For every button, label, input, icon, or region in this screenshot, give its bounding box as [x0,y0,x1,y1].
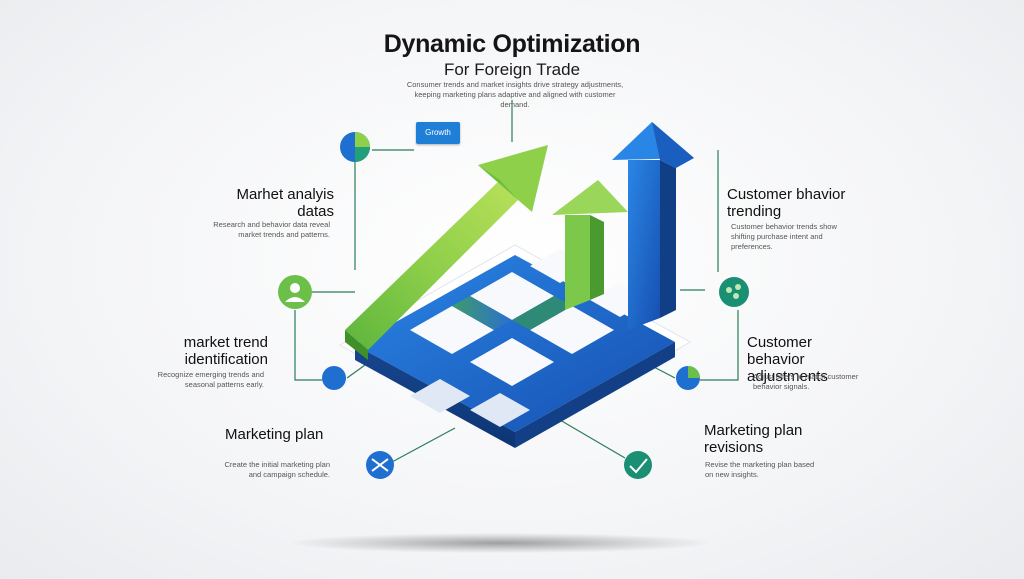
right-text-customer-adjustments: Adjust offers to match customer behavior… [753,372,859,391]
gauge-icon [676,366,700,390]
left-text-market-analysis: Research and behavior data reveal market… [213,220,330,239]
grid-tiles [355,249,675,448]
user-icon [278,275,312,309]
growth-badge: Growth [416,122,460,144]
group-icon [719,277,749,307]
green-trend-arrow [345,145,548,360]
right-heading-customer-trending: Customer bhavior trending [727,186,846,220]
left-heading-market-analysis: Marhet analyis datas [236,186,334,220]
left-heading-trend-identification: market trend identification [183,334,268,368]
green-arrow-medium [552,180,628,310]
intro-text: Consumer trends and market insights driv… [406,80,624,109]
right-heading-plan-revisions: Marketing plan revisions [704,422,803,456]
left-text-marketing-plan: Create the initial marketing plan and ca… [224,460,330,479]
right-text-customer-trending: Customer behavior trends show shifting p… [731,222,837,251]
left-heading-marketing-plan: Marketing plan [225,426,324,443]
globe-icon [322,366,346,390]
checkmark-icon [624,451,652,479]
diagram-title: Dynamic Optimization [383,30,641,58]
floor-shadow [290,533,710,553]
pie-chart-icon [340,132,370,162]
right-heading-customer-adjustments: Customer behavior adjustments [747,334,828,385]
left-text-trend-identification: Recognize emerging trends and seasonal p… [157,370,264,389]
tools-icon [366,451,394,479]
diagram-subtitle: For Foreign Trade [443,60,581,79]
blue-arrow-tall [612,122,694,330]
right-text-plan-revisions: Revise the marketing plan based on new i… [705,460,815,479]
